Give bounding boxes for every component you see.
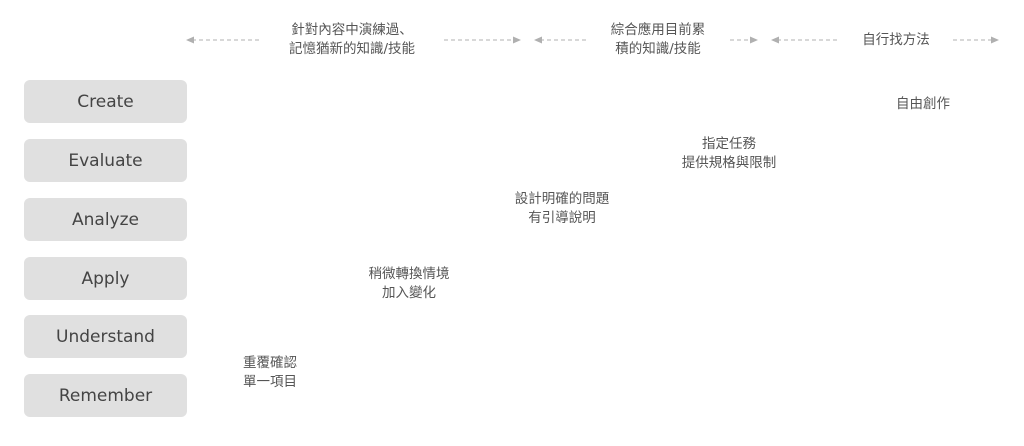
step-line: 自由創作 xyxy=(896,96,950,112)
level-create: Create xyxy=(24,80,187,123)
step-line: 加入變化 xyxy=(382,285,436,301)
arrow-head-right xyxy=(991,36,999,44)
arrow-head-left xyxy=(771,36,779,44)
level-evaluate: Evaluate xyxy=(24,139,187,182)
header-apply: 綜合應用目前累 積的知識/技能 xyxy=(611,21,706,59)
step-remember: 重覆確認 單一項目 xyxy=(243,354,297,392)
step-line: 稍微轉換情境 xyxy=(368,266,450,282)
header-line: 記憶猶新的知識/技能 xyxy=(288,41,416,57)
step-apply: 稍微轉換情境 加入變化 xyxy=(369,265,450,303)
step-line: 有引導說明 xyxy=(528,210,596,226)
header-line: 針對內容中演練過、 xyxy=(291,22,413,38)
level-remember: Remember xyxy=(24,374,187,417)
header-self-directed: 自行找方法 xyxy=(862,31,930,50)
step-analyze: 設計明確的問題 有引導說明 xyxy=(515,190,610,228)
step-line: 重覆確認 xyxy=(243,355,297,371)
header-line: 綜合應用目前累 xyxy=(610,22,706,38)
step-create: 自由創作 xyxy=(896,95,950,114)
arrow-head-right xyxy=(750,36,758,44)
arrow-head-left xyxy=(534,36,542,44)
arrow-head-left xyxy=(186,36,194,44)
step-line: 設計明確的問題 xyxy=(514,191,610,207)
header-line: 自行找方法 xyxy=(862,32,930,48)
range-arrows xyxy=(186,36,999,44)
level-apply: Apply xyxy=(24,257,187,300)
level-understand: Understand xyxy=(24,315,187,358)
step-line: 指定任務 xyxy=(702,136,756,152)
level-analyze: Analyze xyxy=(24,198,187,241)
arrow-head-right xyxy=(513,36,521,44)
step-evaluate: 指定任務 提供規格與限制 xyxy=(682,135,777,173)
step-line: 提供規格與限制 xyxy=(681,155,777,171)
header-recall: 針對內容中演練過、 記憶猶新的知識/技能 xyxy=(289,21,415,59)
step-line: 單一項目 xyxy=(243,374,297,390)
header-line: 積的知識/技能 xyxy=(615,41,701,57)
